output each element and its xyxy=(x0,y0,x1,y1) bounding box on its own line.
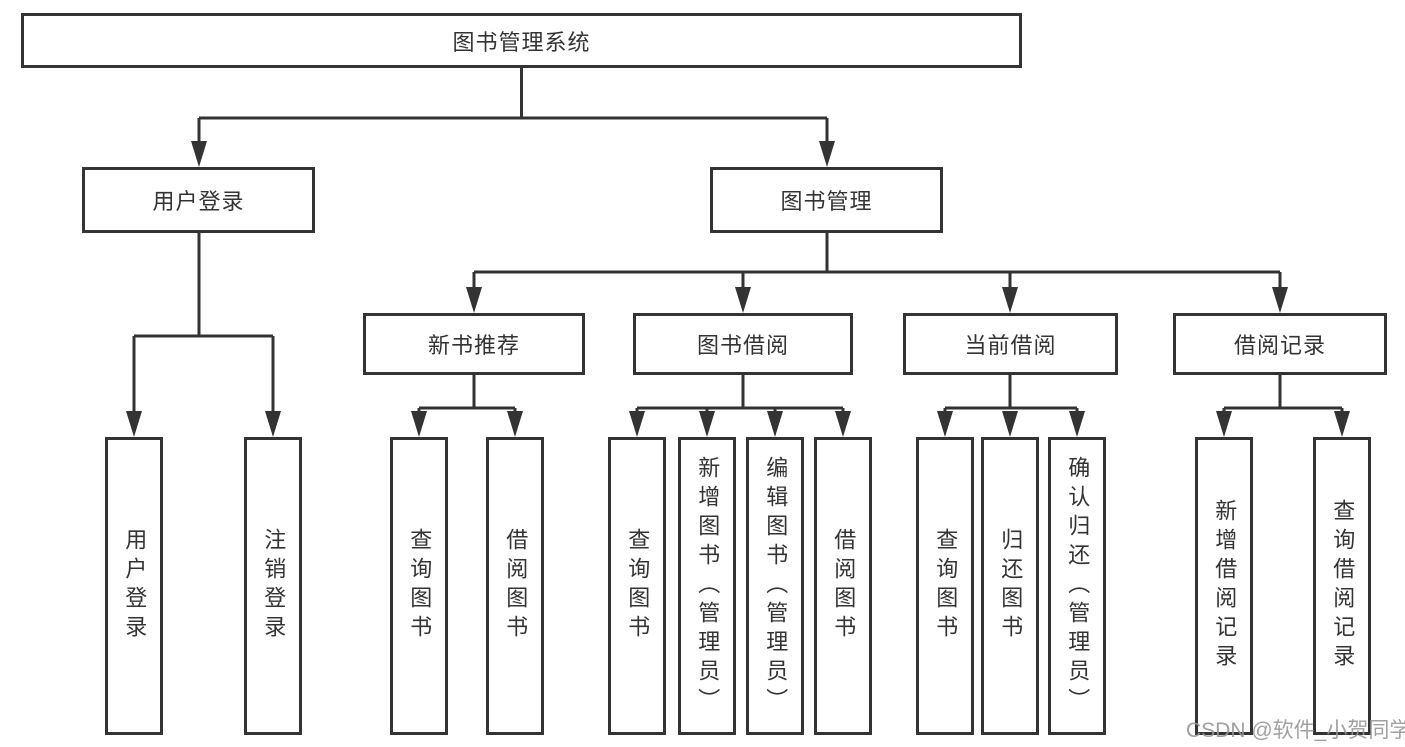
leaf-label: 确认归还（管理员） xyxy=(1065,455,1091,717)
leaf-borrow-books-borrowing: 借阅图书 xyxy=(814,437,872,735)
node-new-book-recommend: 新书推荐 xyxy=(363,313,585,375)
arrowhead xyxy=(835,411,851,437)
watermark: CSDN @软件_小贺同学 xyxy=(1186,719,1405,742)
leaf-label: 编辑图书（管理员） xyxy=(763,455,789,717)
node-book-management: 图书管理 xyxy=(710,167,943,233)
connector-book-management-split xyxy=(472,233,1282,290)
connector-current-borrow-split xyxy=(943,375,1079,414)
arrowhead xyxy=(466,287,482,313)
node-root-library-system: 图书管理系统 xyxy=(21,13,1022,68)
arrowhead xyxy=(126,411,142,437)
leaf-label: 用户登录 xyxy=(122,528,148,644)
connector-new-book-split xyxy=(417,375,517,414)
leaf-confirm-return-admin: 确认归还（管理员） xyxy=(1048,437,1106,735)
connector-user-login-split xyxy=(132,233,275,413)
leaf-return-book: 归还图书 xyxy=(981,437,1039,735)
leaf-user-login: 用户登录 xyxy=(105,437,163,735)
leaf-label: 查询图书 xyxy=(933,528,959,644)
node-book-borrowing: 图书借阅 xyxy=(633,313,853,375)
arrowhead xyxy=(411,411,427,437)
arrowhead xyxy=(1334,411,1350,437)
connector-root-split xyxy=(197,68,829,143)
leaf-label: 查询图书 xyxy=(407,528,433,644)
leaf-add-book-admin: 新增图书（管理员） xyxy=(678,437,736,735)
leaf-label: 新增借阅记录 xyxy=(1212,499,1238,673)
arrowhead xyxy=(819,141,835,167)
leaf-logout: 注销登录 xyxy=(244,437,302,735)
leaf-query-books-current: 查询图书 xyxy=(916,437,974,735)
arrowhead xyxy=(767,411,783,437)
arrowhead xyxy=(937,411,953,437)
arrowhead xyxy=(507,411,523,437)
arrowhead xyxy=(1216,411,1232,437)
connector-book-borrow-split xyxy=(635,375,845,414)
leaf-label: 借阅图书 xyxy=(503,528,529,644)
leaf-add-borrow-record: 新增借阅记录 xyxy=(1195,437,1253,735)
arrowhead xyxy=(1002,411,1018,437)
leaf-label: 注销登录 xyxy=(261,528,287,644)
node-user-login-group: 用户登录 xyxy=(82,167,315,233)
leaf-query-books-borrowing: 查询图书 xyxy=(608,437,666,735)
arrowhead xyxy=(699,411,715,437)
leaf-label: 查询借阅记录 xyxy=(1330,499,1356,673)
arrowhead xyxy=(629,411,645,437)
arrowhead xyxy=(1069,411,1085,437)
arrowhead xyxy=(191,141,207,167)
arrowhead xyxy=(1272,287,1288,313)
leaf-label: 查询图书 xyxy=(625,528,651,644)
arrowhead xyxy=(265,411,281,437)
leaf-query-books-recommend: 查询图书 xyxy=(390,437,448,735)
arrowhead xyxy=(735,287,751,313)
connector-borrow-record-split xyxy=(1222,375,1344,414)
arrowhead xyxy=(1002,287,1018,313)
node-borrow-records: 借阅记录 xyxy=(1173,313,1387,375)
leaf-label: 新增图书（管理员） xyxy=(695,455,721,717)
node-current-borrowing: 当前借阅 xyxy=(903,313,1118,375)
leaf-borrow-books-recommend: 借阅图书 xyxy=(486,437,544,735)
leaf-edit-book-admin: 编辑图书（管理员） xyxy=(746,437,804,735)
leaf-label: 借阅图书 xyxy=(831,528,857,644)
leaf-label: 归还图书 xyxy=(998,528,1024,644)
leaf-query-borrow-record: 查询借阅记录 xyxy=(1313,437,1371,735)
